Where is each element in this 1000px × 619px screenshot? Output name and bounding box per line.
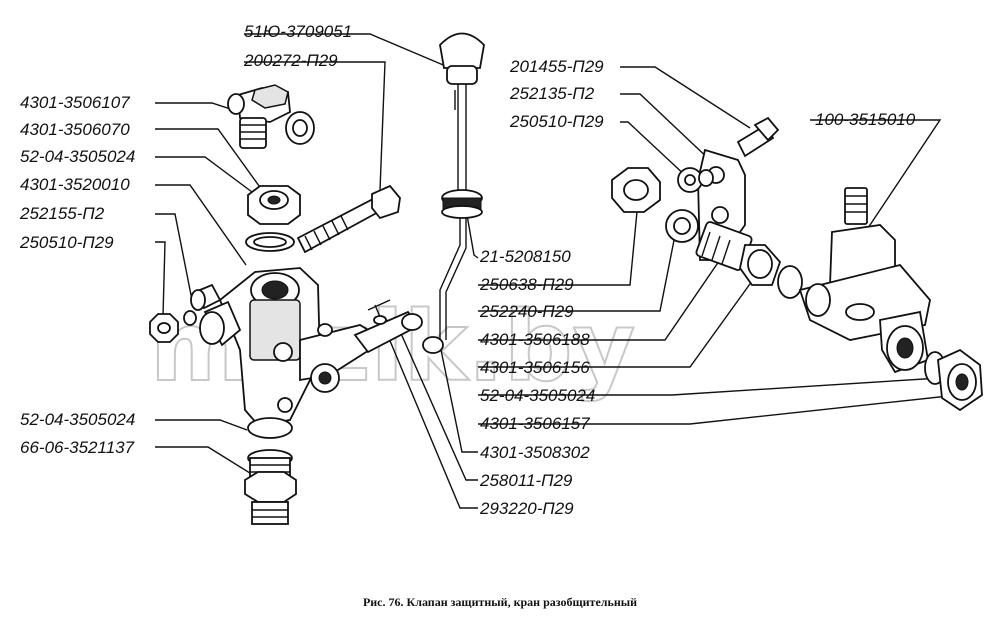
label-21-5208150: 21-5208150: [479, 247, 571, 266]
label-5110-3709051: 51Ю-3709051: [244, 22, 352, 41]
label-52-04-3505024-a: 52-04-3505024: [20, 147, 135, 166]
label-201455-p29: 201455-П29: [509, 57, 604, 76]
label-66-06-3521137: 66-06-3521137: [20, 438, 135, 457]
long-bolt-part: [296, 184, 401, 254]
threaded-nipple-part: [695, 221, 803, 299]
label-252155-p2: 252155-П2: [19, 204, 105, 223]
label-52-04-3505024-c: 52-04-3505024: [480, 386, 595, 405]
tee-fitting-part: [227, 84, 315, 149]
label-250510-p29-b: 250510-П29: [509, 112, 604, 131]
label-4301-3508302: 4301-3508302: [480, 443, 590, 462]
o-ring-washer-part: [245, 232, 295, 252]
protective-valve-part: [798, 187, 931, 374]
side-plug-part: [190, 283, 222, 311]
star-washer-part: [665, 209, 699, 243]
label-4301-3506107: 4301-3506107: [20, 93, 130, 112]
end-fitting-part: [924, 348, 983, 412]
label-200272-p29: 200272-П29: [243, 51, 338, 70]
control-rod-part: [422, 32, 485, 354]
label-258011-p29: 258011-П29: [479, 471, 573, 490]
figure-caption: Рис. 76. Клапан защитный, кран разобщите…: [363, 595, 637, 609]
label-52-04-3505024-b: 52-04-3505024: [20, 410, 135, 429]
lever-arm-part: [353, 299, 423, 354]
label-4301-3506156: 4301-3506156: [480, 358, 590, 377]
label-4301-3506188: 4301-3506188: [480, 330, 590, 349]
label-252135-p2: 252135-П2: [509, 84, 595, 103]
leader-lines: [155, 33, 959, 509]
label-250510-p29-a: 250510-П29: [19, 233, 114, 252]
small-nut-left-part: [149, 310, 197, 343]
label-4301-3506157: 4301-3506157: [480, 414, 590, 433]
large-nut-part: [611, 167, 661, 213]
hex-nut-part: [247, 185, 301, 225]
valve-body-part: [199, 267, 387, 439]
part-labels: 51Ю-3709051 200272-П29 4301-3506107 4301…: [19, 22, 916, 518]
label-4301-3520010: 4301-3520010: [20, 175, 130, 194]
label-252240-p29: 252240-П29: [479, 302, 574, 321]
label-250638-p29: 250638-П29: [479, 275, 574, 294]
label-4301-3506070: 4301-3506070: [20, 120, 130, 139]
lock-washer-part: [677, 167, 714, 193]
label-293220-p29: 293220-П29: [479, 499, 574, 518]
label-100-3515010: 100-3515010: [815, 110, 916, 129]
bottom-fitting-part: [244, 449, 297, 525]
